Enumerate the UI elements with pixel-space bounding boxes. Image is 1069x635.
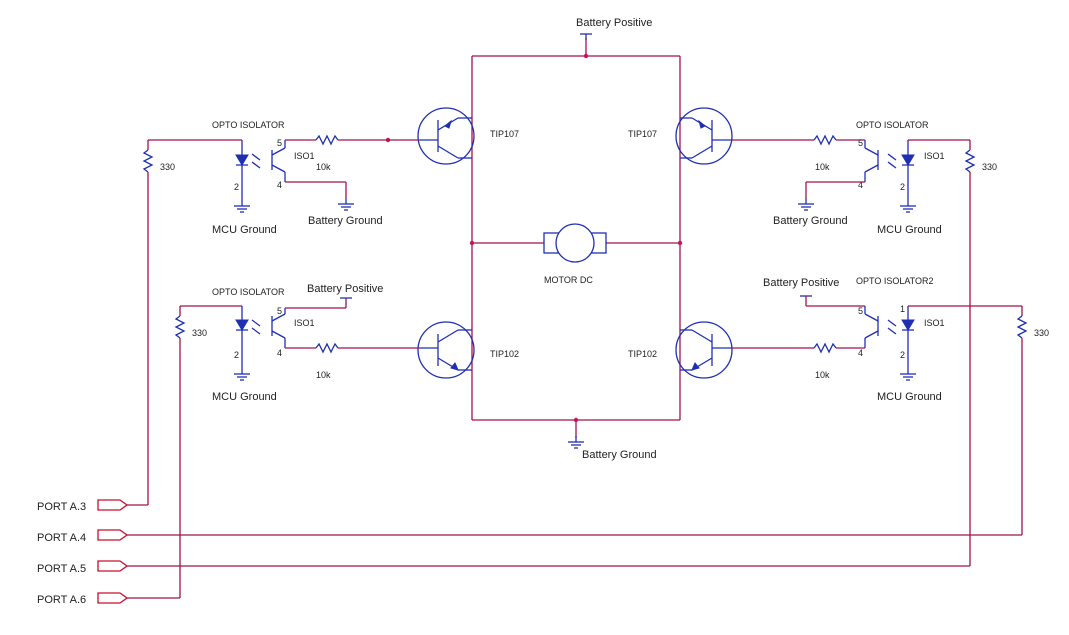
svg-text:4: 4	[858, 348, 863, 358]
mcu-ground-label-bl: MCU Ground	[212, 391, 277, 403]
r10k-label-bl: 10k	[316, 370, 331, 380]
svg-text:4: 4	[277, 348, 282, 358]
battery-ground-bottom: Battery Ground	[567, 435, 657, 461]
mcu-ground-label-tl: MCU Ground	[212, 224, 277, 236]
svg-text:5: 5	[858, 138, 863, 148]
port-a5-label: PORT A.5	[37, 563, 86, 575]
transistor-tip107-right: TIP107	[628, 107, 733, 165]
junction-dots	[385, 53, 683, 423]
port-a3: PORT A.3	[37, 499, 148, 513]
svg-text:5: 5	[277, 138, 282, 148]
tip107-left-label: TIP107	[490, 129, 519, 139]
tip107-right-label: TIP107	[628, 129, 657, 139]
tip102-right-label: TIP102	[628, 349, 657, 359]
opto-block-top-left: OPTO ISOLATOR 330 2 MCU Ground 5 4 ISO1 …	[142, 120, 388, 505]
battery-ground-label-tl: Battery Ground	[308, 215, 383, 227]
battery-ground-label-tr: Battery Ground	[773, 215, 848, 227]
r10k-label-tr: 10k	[815, 162, 830, 172]
opto-block-top-right: OPTO ISOLATOR 10k 5 4 Battery Ground 2 M…	[732, 120, 997, 566]
port-a6-label: PORT A.6	[37, 594, 86, 606]
r330-label-br: 330	[1034, 328, 1049, 338]
r330-label-bl: 330	[192, 328, 207, 338]
svg-text:1: 1	[900, 304, 905, 314]
svg-text:2: 2	[234, 182, 239, 192]
svg-text:2: 2	[234, 350, 239, 360]
motor-label: MOTOR DC	[544, 275, 593, 285]
svg-text:4: 4	[858, 180, 863, 190]
battery-ground-label-bottom: Battery Ground	[582, 449, 657, 461]
transistor-tip107-left: TIP107	[417, 107, 519, 165]
opto-block-bottom-right: OPTO ISOLATOR2 Battery Positive 5 4 10k …	[732, 276, 1049, 535]
opto-label-bl: OPTO ISOLATOR	[212, 287, 285, 297]
iso1-label-br: ISO1	[924, 318, 945, 328]
port-a4-label: PORT A.4	[37, 532, 86, 544]
opto-label-tl: OPTO ISOLATOR	[212, 120, 285, 130]
iso1-label-bl: ISO1	[294, 318, 315, 328]
svg-text:2: 2	[900, 350, 905, 360]
svg-text:2: 2	[900, 182, 905, 192]
r10k-label-br: 10k	[815, 370, 830, 380]
r330-label-tr: 330	[982, 162, 997, 172]
battery-positive-label-bl: Battery Positive	[307, 283, 383, 295]
mcu-ground-label-br: MCU Ground	[877, 391, 942, 403]
transistor-tip102-left: TIP102	[417, 321, 519, 379]
tip102-left-label: TIP102	[490, 349, 519, 359]
r330-label-tl: 330	[160, 162, 175, 172]
transistor-tip102-right: TIP102	[628, 321, 733, 379]
port-a6: PORT A.6	[37, 592, 180, 606]
motor-dc: MOTOR DC	[543, 223, 607, 285]
port-a5: PORT A.5	[37, 560, 970, 575]
r10k-label-tl: 10k	[316, 162, 331, 172]
iso1-label-tr: ISO1	[924, 151, 945, 161]
battery-positive-label-br: Battery Positive	[763, 277, 839, 289]
svg-text:5: 5	[277, 306, 282, 316]
port-a4: PORT A.4	[37, 529, 1022, 544]
port-a3-label: PORT A.3	[37, 501, 86, 513]
opto-label-tr: OPTO ISOLATOR	[856, 120, 929, 130]
svg-text:4: 4	[277, 180, 282, 190]
battery-positive-label-top: Battery Positive	[576, 17, 652, 29]
opto-label-br: OPTO ISOLATOR2	[856, 276, 934, 286]
iso1-label-tl: ISO1	[294, 151, 315, 161]
battery-positive-terminal-top: Battery Positive	[576, 17, 652, 40]
opto-block-bottom-left: OPTO ISOLATOR 330 2 MCU Ground 5 4 ISO1 …	[174, 283, 420, 598]
svg-text:5: 5	[858, 306, 863, 316]
mcu-ground-label-tr: MCU Ground	[877, 224, 942, 236]
